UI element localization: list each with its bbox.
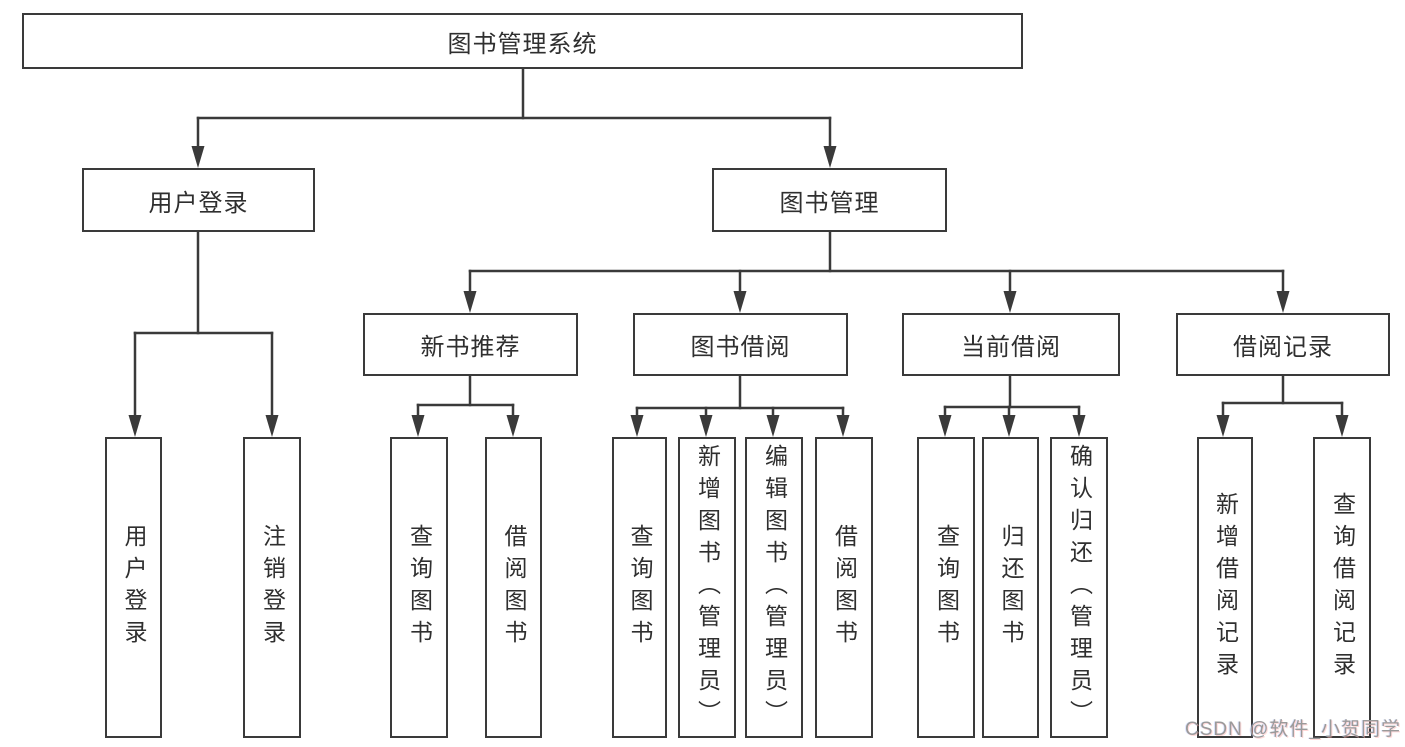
arrowhead-icon [733, 291, 747, 313]
arrowhead-icon [411, 415, 425, 437]
leaf-user-login: 用户登录 [105, 437, 162, 738]
arrowhead-icon [766, 415, 780, 437]
arrowhead-icon [1216, 415, 1230, 437]
leaf-query-books-borrowing-label: 查询图书 [627, 523, 653, 652]
leaf-confirm-return-admin-label: 确认归还（管理员） [1066, 443, 1093, 732]
node-library-management-system: 图书管理系统 [22, 13, 1023, 69]
arrowhead-icon [823, 146, 837, 168]
node-current-borrowing: 当前借阅 [902, 313, 1120, 376]
leaf-add-borrow-record: 新增借阅记录 [1197, 437, 1253, 738]
node-library-management-system-label: 图书管理系统 [447, 30, 598, 58]
leaf-query-borrow-record-label: 查询借阅记录 [1329, 491, 1356, 684]
node-book-management: 图书管理 [712, 168, 947, 232]
leaf-query-books-recommend: 查询图书 [390, 437, 448, 738]
leaf-borrow-books-borrowing: 借阅图书 [815, 437, 873, 738]
leaf-edit-books-admin: 编辑图书（管理员） [745, 437, 803, 738]
arrowhead-icon [1072, 415, 1086, 437]
leaf-query-books-borrowing: 查询图书 [612, 437, 667, 738]
arrowhead-icon [1276, 291, 1290, 313]
leaf-edit-books-admin-label: 编辑图书（管理员） [761, 443, 788, 732]
leaf-return-books-label: 归还图书 [998, 523, 1024, 652]
arrowhead-icon [265, 415, 279, 437]
arrowhead-icon [699, 415, 713, 437]
leaf-query-books-recommend-label: 查询图书 [406, 523, 433, 652]
leaf-add-borrow-record-label: 新增借阅记录 [1212, 491, 1239, 684]
csdn-watermark: CSDN @软件_小贺同学 [1185, 719, 1401, 740]
leaf-query-borrow-record: 查询借阅记录 [1313, 437, 1371, 738]
leaf-return-books: 归还图书 [982, 437, 1039, 738]
node-borrowing-records-label: 借阅记录 [1233, 334, 1333, 361]
arrowhead-icon [1003, 291, 1017, 313]
arrowhead-icon [463, 291, 477, 313]
arrowhead-icon [128, 415, 142, 437]
leaf-query-books-current-label: 查询图书 [933, 523, 960, 652]
node-user-login-label: 用户登录 [148, 189, 249, 217]
leaf-borrow-books-recommend: 借阅图书 [485, 437, 542, 738]
leaf-confirm-return-admin: 确认归还（管理员） [1050, 437, 1108, 738]
leaf-user-login-label: 用户登录 [121, 523, 147, 652]
leaf-borrow-books-recommend-label: 借阅图书 [501, 523, 527, 652]
arrowhead-icon [836, 415, 850, 437]
node-borrowing-records: 借阅记录 [1176, 313, 1390, 376]
leaf-borrow-books-borrowing-label: 借阅图书 [831, 523, 858, 652]
leaf-add-books-admin-label: 新增图书（管理员） [694, 443, 721, 732]
arrowhead-icon [1002, 415, 1016, 437]
leaf-query-books-current: 查询图书 [917, 437, 975, 738]
node-book-management-label: 图书管理 [779, 189, 880, 217]
arrowhead-icon [1335, 415, 1349, 437]
leaf-logout-label: 注销登录 [259, 523, 286, 652]
node-new-book-recommend-label: 新书推荐 [420, 334, 521, 361]
arrowhead-icon [506, 415, 520, 437]
node-user-login: 用户登录 [82, 168, 315, 232]
arrowhead-icon [191, 146, 205, 168]
arrowhead-icon [630, 415, 644, 437]
node-book-borrowing-label: 图书借阅 [690, 334, 791, 361]
node-current-borrowing-label: 当前借阅 [961, 334, 1061, 361]
node-new-book-recommend: 新书推荐 [363, 313, 578, 376]
arrowhead-icon [938, 415, 952, 437]
node-book-borrowing: 图书借阅 [633, 313, 848, 376]
leaf-add-books-admin: 新增图书（管理员） [678, 437, 736, 738]
leaf-logout: 注销登录 [243, 437, 301, 738]
